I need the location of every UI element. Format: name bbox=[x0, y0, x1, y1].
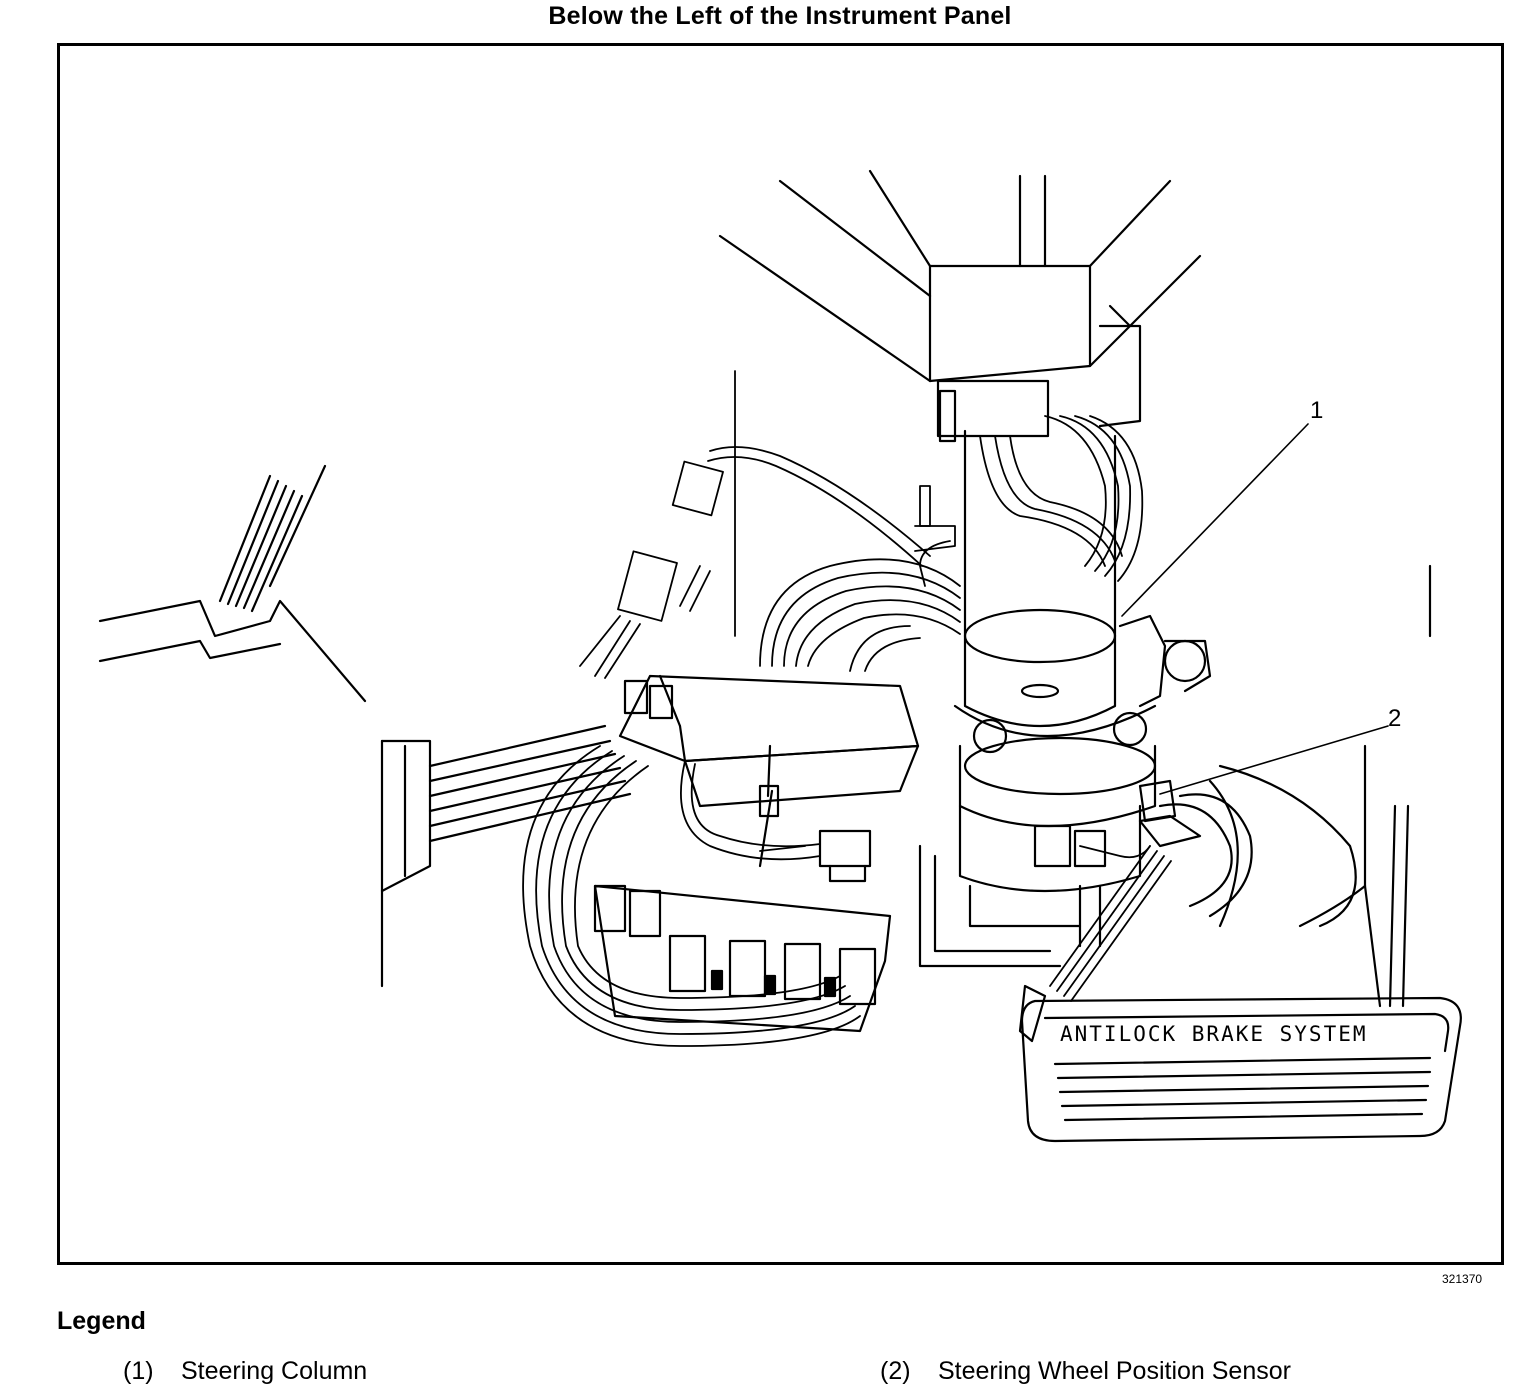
legend-item-label: Steering Wheel Position Sensor bbox=[938, 1357, 1291, 1385]
figure-id: 321370 bbox=[1442, 1272, 1483, 1286]
connector-lead bbox=[579, 370, 931, 679]
callout-1: 1 bbox=[1310, 397, 1323, 424]
pedal-plate-text: ANTILOCK BRAKE SYSTEM bbox=[1060, 1022, 1368, 1046]
callout-leaders bbox=[1121, 423, 1389, 795]
lower-harness bbox=[522, 745, 861, 1047]
column-wire-bundle bbox=[914, 415, 1144, 587]
diagram-frame: ANTILOCK BRAKE SYSTEM 1 2 bbox=[57, 43, 1504, 1265]
steering-wheel-position-sensor bbox=[818, 764, 1357, 928]
brake-pedal-arm bbox=[1298, 564, 1432, 1008]
legend-item-steering-wheel-position-sensor: (2) Steering Wheel Position Sensor bbox=[880, 1357, 1291, 1386]
sensor-to-pedal-wires bbox=[759, 845, 1172, 1002]
left-dash-bracket bbox=[98, 464, 632, 988]
lower-connector-block bbox=[593, 884, 892, 1033]
brake-pedal-pad bbox=[1018, 984, 1462, 1143]
legend-heading: Legend bbox=[57, 1307, 146, 1335]
upper-connector-block bbox=[618, 674, 920, 868]
upper-column-shroud bbox=[718, 169, 1202, 443]
legend-item-number: (2) bbox=[880, 1357, 911, 1385]
legend-item-number: (1) bbox=[123, 1357, 154, 1385]
diagram-illustration: ANTILOCK BRAKE SYSTEM 1 2 bbox=[98, 169, 1462, 1143]
diagram-title: Below the Left of the Instrument Panel bbox=[548, 2, 1012, 30]
floor-tray bbox=[918, 844, 1102, 968]
steering-column bbox=[953, 429, 1212, 928]
callout-2: 2 bbox=[1388, 705, 1401, 732]
legend-item-label: Steering Column bbox=[181, 1357, 368, 1385]
harness-loops bbox=[759, 558, 961, 672]
legend-item-steering-column: (1) Steering Column bbox=[123, 1357, 367, 1386]
